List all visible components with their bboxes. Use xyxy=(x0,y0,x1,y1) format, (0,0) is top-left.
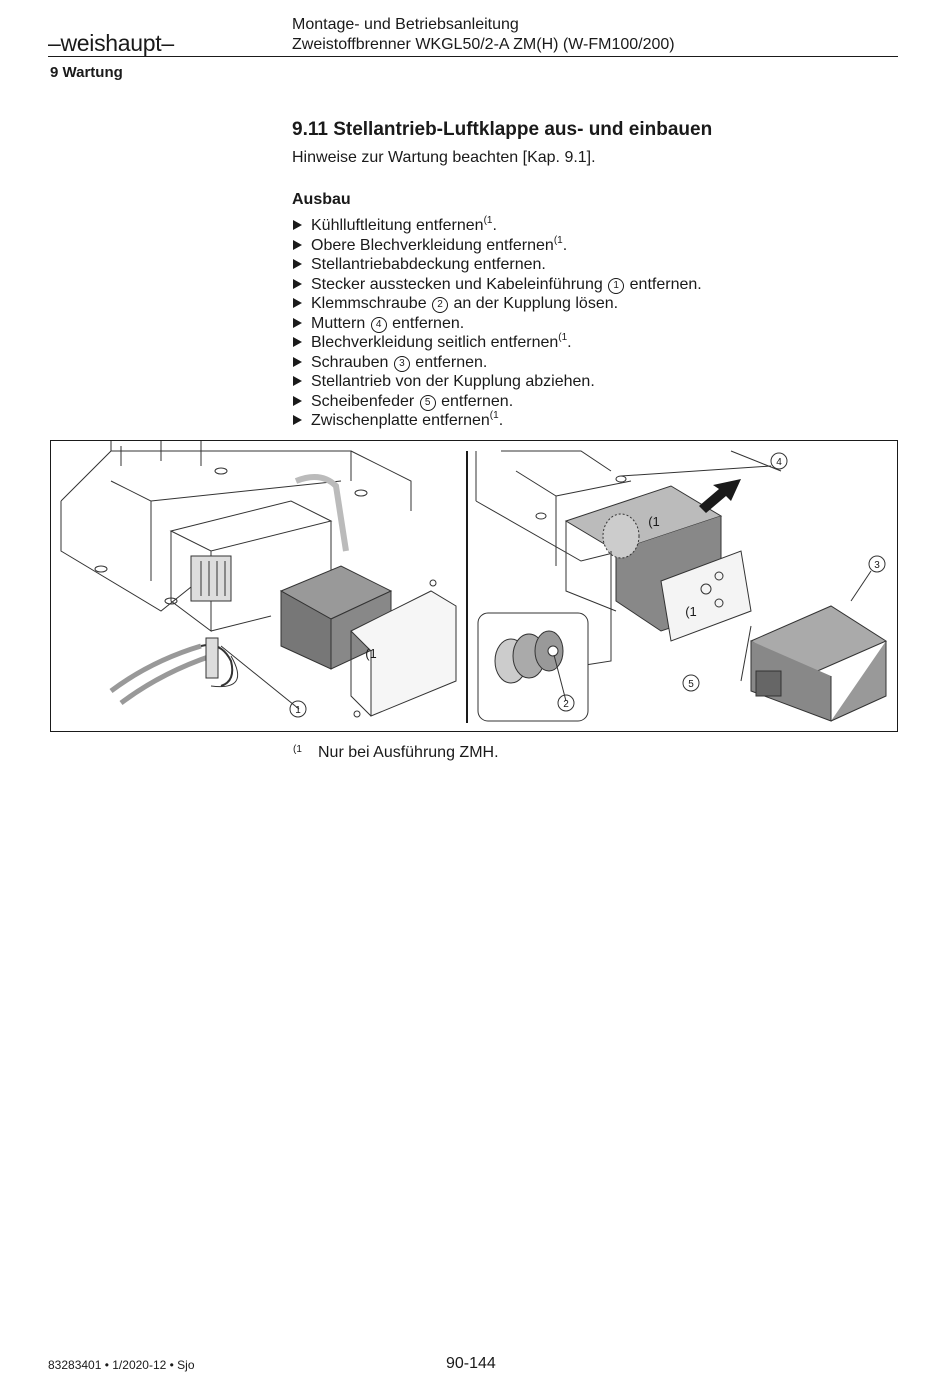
step-text-end: an der Kupplung lösen. xyxy=(449,295,619,312)
bullet-triangle-icon xyxy=(293,395,302,406)
step-text: Schrauben xyxy=(311,353,393,371)
callout-number: 5 xyxy=(419,394,436,411)
bullet-triangle-icon xyxy=(293,317,302,328)
step-text: Stecker ausstecken und Kabeleinführung xyxy=(311,275,608,293)
bullet-triangle-icon xyxy=(293,278,302,289)
left-housing xyxy=(60,441,412,612)
bullet-triangle-icon xyxy=(293,239,302,250)
callout-2-label: 2 xyxy=(563,699,569,710)
step-text: Muttern xyxy=(311,314,370,332)
left-cover xyxy=(350,579,457,718)
callout-1-circle xyxy=(289,700,307,718)
footnote-ref: (1 xyxy=(489,410,499,421)
callout-number: 2 xyxy=(432,297,449,313)
document-title-line1: Montage- und Betriebsanleitung xyxy=(292,16,519,33)
svg-text:(1: (1 xyxy=(648,514,660,529)
step-item: Stellantriebabdeckung entfernen. xyxy=(292,255,702,275)
callout-2-circle xyxy=(557,694,575,712)
step-text: Stellantrieb von der Kupplung abziehen. xyxy=(311,373,595,390)
svg-text:(1: (1 xyxy=(685,604,697,619)
step-item: Zwischenplatte entfernen(1. xyxy=(292,411,702,431)
bullet-triangle-icon xyxy=(293,220,302,230)
brand-logo: –weishaupt– xyxy=(48,30,174,56)
callout-number: 1 xyxy=(608,277,625,294)
coupling-detail xyxy=(477,612,589,722)
exploded-illustration: (1 xyxy=(50,440,898,732)
callout-3-label: 3 xyxy=(874,560,880,571)
step-text-end: . xyxy=(562,236,568,254)
callout-5-label: 5 xyxy=(688,679,694,690)
callout-number: 3 xyxy=(393,355,410,372)
left-cables xyxy=(109,637,300,710)
step-item: Stellantrieb von der Kupplung abziehen. xyxy=(292,372,702,392)
callout-5-circle xyxy=(682,674,700,692)
step-item: Kühlluftleitung entfernen(1. xyxy=(292,216,702,236)
bullet-triangle-icon xyxy=(293,415,302,425)
step-text: Kühlluftleitung entfernen xyxy=(311,217,484,234)
right-actuator xyxy=(749,605,888,722)
logo-text: weishaupt xyxy=(60,30,162,56)
footnote-ref: (1 xyxy=(558,332,568,343)
step-text-end: entfernen. xyxy=(410,353,488,371)
step-item: Klemmschraube 2 an der Kupplung lösen. xyxy=(292,294,702,314)
step-text-end: entfernen. xyxy=(387,314,465,332)
bullet-triangle-icon xyxy=(293,337,302,347)
step-text: Scheibenfeder xyxy=(311,392,419,410)
callout-number: 4 xyxy=(370,316,387,333)
bullet-triangle-icon xyxy=(293,376,302,386)
step-text-end: entfernen. xyxy=(625,275,702,293)
step-item: Scheibenfeder 5 entfernen. xyxy=(292,392,702,412)
bullet-triangle-icon xyxy=(293,356,302,367)
step-text-end: . xyxy=(492,217,497,234)
bullet-triangle-icon xyxy=(293,298,302,308)
document-title: Montage- und Betriebsanleitung Zweistoff… xyxy=(292,15,675,55)
footnote-ref: (1 xyxy=(553,234,563,246)
callout-4-circle xyxy=(770,452,788,470)
callout-1-label: 1 xyxy=(295,705,301,716)
callout-3-circle xyxy=(868,555,886,573)
step-text: Blechverkleidung seitlich entfernen xyxy=(311,334,559,351)
step-item: Obere Blechverkleidung entfernen(1. xyxy=(292,234,702,256)
step-text: Stellantriebabdeckung entfernen. xyxy=(311,256,546,273)
header-divider xyxy=(48,56,898,57)
footnote-text: Nur bei Ausführung ZMH. xyxy=(318,744,499,761)
step-item: Schrauben 3 entfernen. xyxy=(292,353,702,373)
footnote-mark: (1 xyxy=(293,744,302,755)
right-housing xyxy=(475,450,782,566)
step-text: Klemmschraube xyxy=(311,295,432,312)
intro-text: Hinweise zur Wartung beachten [Kap. 9.1]… xyxy=(292,149,596,166)
intermediate-plate xyxy=(660,550,752,642)
subheading-ausbau: Ausbau xyxy=(292,191,351,208)
left-panel-label: (1 xyxy=(365,646,377,661)
callout-4-label: 4 xyxy=(776,457,782,468)
left-bracket xyxy=(169,474,349,632)
step-text: Obere Blechverkleidung entfernen xyxy=(311,236,554,254)
section-label: 9 Wartung xyxy=(50,64,123,81)
step-text-end: . xyxy=(567,334,572,351)
page-number: 90-144 xyxy=(446,1355,496,1372)
footnote-ref: (1 xyxy=(483,215,493,226)
bullet-triangle-icon xyxy=(293,259,302,269)
step-text: Zwischenplatte entfernen xyxy=(311,412,490,429)
step-item: Blechverkleidung seitlich entfernen(1. xyxy=(292,333,702,353)
step-text-end: entfernen. xyxy=(436,392,514,410)
step-text-end: . xyxy=(498,412,504,429)
document-title-line2: Zweistoffbrenner WKGL50/2-A ZM(H) (W-FM1… xyxy=(292,36,675,53)
step-item: Muttern 4 entfernen. xyxy=(292,314,702,334)
page-heading: 9.11 Stellantrieb-Luftklappe aus- und ei… xyxy=(292,119,713,140)
step-list: Kühlluftleitung entfernen(1.Obere Blechv… xyxy=(292,216,702,431)
direction-arrow xyxy=(699,479,741,513)
doc-number: 83283401 • 1/2020-12 • Sjo xyxy=(48,1358,195,1372)
illustration-svg: (1 xyxy=(60,441,888,723)
step-item: Stecker ausstecken und Kabeleinführung 1… xyxy=(292,275,702,295)
